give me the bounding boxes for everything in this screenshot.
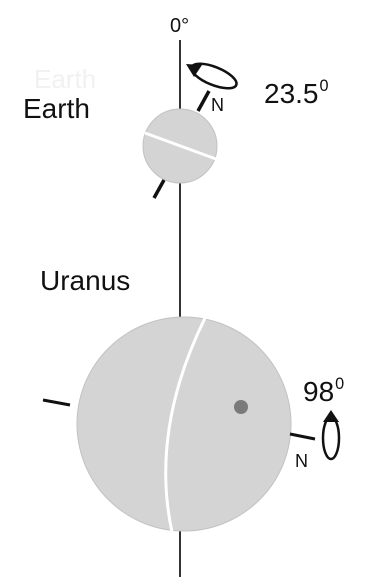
- earth-tilt-degree-mark: 0: [320, 77, 329, 95]
- earth-north-label: N: [211, 96, 224, 114]
- earth-rotation-arrow-icon: [186, 59, 240, 94]
- uranus-north-label: N: [295, 452, 308, 470]
- earth-label: Earth: [23, 95, 90, 123]
- earth-faint-label: Earth: [34, 66, 96, 92]
- uranus-tilt-degree-mark: 0: [335, 375, 344, 393]
- uranus-south-axis-stub: [43, 400, 70, 405]
- earth-south-axis-stub: [154, 180, 164, 198]
- uranus-sphere: [77, 317, 291, 531]
- earth-tilt-value: 23.5: [264, 78, 319, 109]
- uranus-pole-marker: [234, 400, 248, 414]
- uranus-label: Uranus: [40, 267, 130, 295]
- uranus-north-axis-stub: [290, 434, 315, 439]
- uranus-rotation-arrow-icon: [323, 410, 339, 459]
- uranus-tilt-label: 980: [303, 378, 344, 406]
- zero-degree-label: 0°: [170, 16, 189, 36]
- earth-north-axis-stub: [198, 91, 209, 111]
- uranus-tilt-value: 98: [303, 376, 334, 407]
- earth-tilt-label: 23.50: [264, 80, 329, 108]
